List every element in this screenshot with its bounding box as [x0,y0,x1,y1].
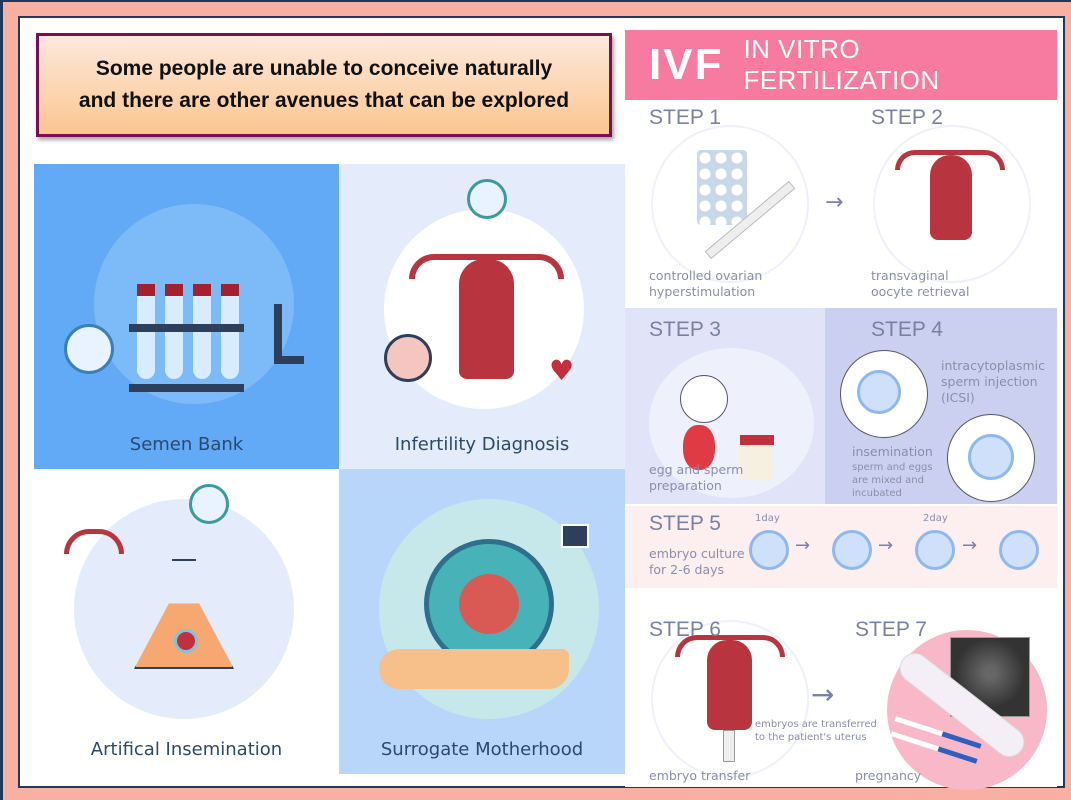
microscope-icon [274,304,304,364]
fetus-icon [459,574,519,634]
arrow-right-icon: → [811,678,835,711]
uterus-icon [459,259,514,379]
embryo-stage-1-icon [749,530,789,570]
note-line: to the patient's uterus [755,732,867,743]
slide: Some people are unable to conceive natur… [18,16,1065,790]
infertility-diagnosis-panel: ♥ Infertility Diagnosis [339,164,625,469]
embryo-icon [467,179,507,219]
sample-cup-icon [740,435,774,480]
sperm-sample-icon [680,375,728,423]
ivf-infographic: IVF IN VITRO FERTILIZATION STEP 1 contro… [625,30,1057,790]
note-line: are mixed and [852,475,924,486]
ivf-abbr: IVF [649,40,724,89]
ivf-title: IN VITRO FERTILIZATION [743,34,940,95]
uterus-icon [930,155,972,240]
step-7-label: STEP 7 [855,618,927,641]
banner-line-1: Some people are unable to conceive natur… [95,57,553,80]
infertility-diagnosis-label: Infertility Diagnosis [394,434,570,455]
ivf-header: IVF IN VITRO FERTILIZATION [625,30,1057,100]
artificial-insemination-label: Artifical Insemination [90,739,283,760]
egg-cell-icon [968,434,1014,480]
day-1-label: 1day [755,513,780,524]
caption-line: preparation [649,478,722,493]
pills-icon [697,150,747,225]
embryo-stage-2-icon [832,530,872,570]
insemination-title: insemination [852,444,933,459]
step-4-label: STEP 4 [871,318,943,341]
caption-line: egg and sperm [649,462,744,477]
caption-line: transvaginal [871,268,949,283]
step-2-label: STEP 2 [871,106,943,129]
embryo-stage-4-icon [999,530,1039,570]
egg-cell-icon [384,334,432,382]
embryo-icon [64,324,114,374]
step-6-label: STEP 6 [649,618,721,641]
ovary-icon [683,425,715,470]
egg-cell-icon [174,629,198,653]
syringe-icon [723,730,735,762]
step-6-caption: embryo transfer [649,768,751,783]
caption-line: embryo culture [649,546,745,561]
fallopian-tubes-icon [409,254,564,279]
step-3-circle [649,348,814,498]
surrogate-motherhood-label: Surrogate Motherhood [380,739,584,760]
caption-line: intracytoplasmic [941,358,1046,373]
banner-line-2: and there are other avenues that can be … [78,89,570,112]
egg-cell-icon [857,370,901,414]
artificial-insemination-panel: Artifical Insemination [34,469,339,774]
test-tube-rack-icon [129,284,244,394]
arrow-right-icon: → [825,190,844,215]
note-line: embryos are transferred [755,719,877,730]
step-1-label: STEP 1 [649,106,721,129]
insemination-note: sperm and eggs are mixed and incubated [852,461,933,500]
transfer-note: embryos are transferred to the patient's … [755,718,877,744]
arrow-right-icon: → [795,535,811,556]
step-2-circle [873,125,1031,283]
embryo-icon [189,484,229,524]
day-2-label: 2day [923,513,948,524]
fallopian-tubes-icon [675,635,785,657]
step-6-circle [651,620,809,778]
step-5-label: STEP 5 [649,512,721,535]
arrow-right-icon: → [962,535,978,556]
semen-bank-label: Semen Bank [129,434,244,455]
caption-line: for 2-6 days [649,562,725,577]
step-1-circle [651,125,809,283]
fallopian-tubes-icon [895,150,1005,170]
caption-line: oocyte retrieval [871,284,970,299]
hand-icon [379,649,569,689]
caption-line: (ICSI) [941,390,975,405]
embryo-stage-3-icon [915,530,955,570]
step-7-caption: pregnancy [855,768,922,783]
heart-icon: ♥ [549,354,575,387]
intro-banner: Some people are unable to conceive natur… [36,33,612,137]
ultrasound-icon [561,524,589,548]
arrow-right-icon: → [878,535,894,556]
semen-bank-panel: Semen Bank [34,164,339,469]
note-line: sperm and eggs [852,462,933,473]
caption-line: hyperstimulation [649,284,756,299]
caption-line: sperm injection [941,374,1038,389]
note-line: incubated [852,488,902,499]
surrogate-motherhood-panel: Surrogate Motherhood [339,469,625,774]
uterus-icon [707,640,752,730]
caption-line: controlled ovarian [649,268,763,283]
step-3-label: STEP 3 [649,318,721,341]
